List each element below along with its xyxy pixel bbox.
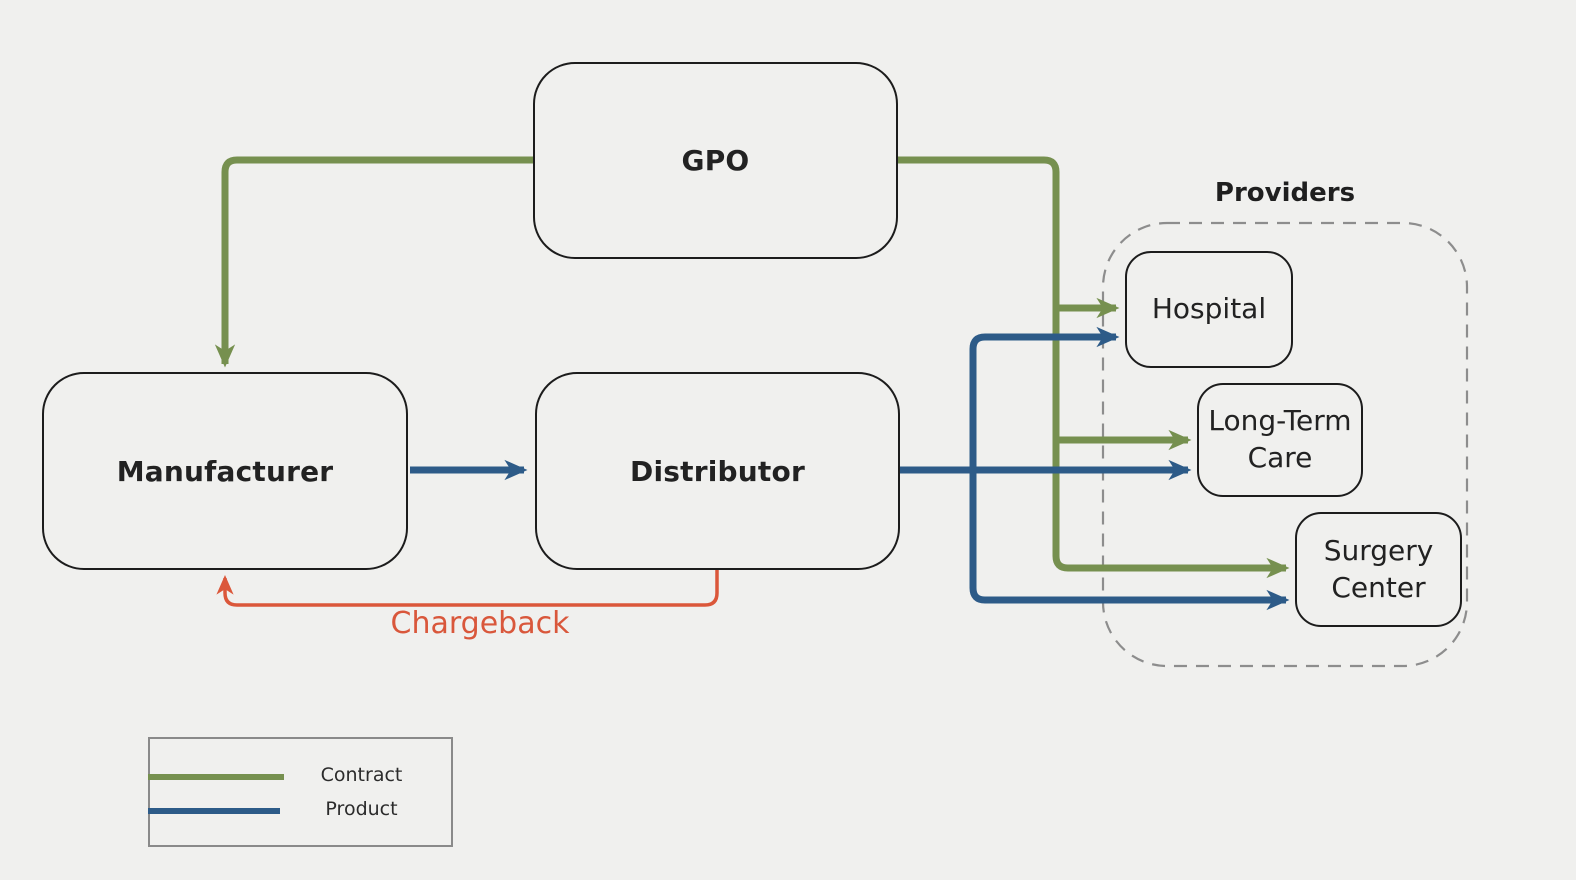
legend: Contract Product bbox=[148, 737, 453, 847]
node-manufacturer: Manufacturer bbox=[42, 372, 408, 570]
node-manufacturer-label: Manufacturer bbox=[116, 454, 334, 488]
edge-gpo-to-manufacturer-contract bbox=[214, 156, 533, 368]
edge-gpo-to-surgery-center-contract bbox=[898, 156, 1290, 579]
node-distributor-label: Distributor bbox=[630, 454, 805, 488]
node-gpo-label: GPO bbox=[681, 144, 750, 177]
node-gpo: GPO bbox=[533, 62, 898, 259]
edge-distributor-to-manufacturer-chargeback bbox=[216, 570, 719, 607]
edge-distributor-to-surgery-center-product bbox=[969, 470, 1290, 611]
node-surgery-center: Surgery Center bbox=[1295, 512, 1462, 627]
providers-group-label: Providers bbox=[1214, 178, 1356, 208]
legend-product-line bbox=[148, 808, 280, 814]
node-hospital-label: Hospital bbox=[1151, 292, 1267, 326]
edge-distributor-to-hospital-product bbox=[969, 326, 1120, 470]
providers-group-border bbox=[1101, 221, 1469, 668]
legend-product-label: Product bbox=[325, 798, 398, 820]
chargeback-edge-label: Chargeback bbox=[390, 606, 570, 641]
node-hospital: Hospital bbox=[1125, 251, 1293, 368]
node-surgery-center-label: Surgery Center bbox=[1323, 533, 1434, 604]
node-long-term-care: Long-Term Care bbox=[1197, 383, 1363, 497]
node-long-term-care-label: Long-Term Care bbox=[1208, 404, 1352, 474]
node-distributor: Distributor bbox=[535, 372, 900, 570]
legend-contract-label: Contract bbox=[320, 764, 403, 786]
legend-contract-line bbox=[148, 774, 284, 780]
